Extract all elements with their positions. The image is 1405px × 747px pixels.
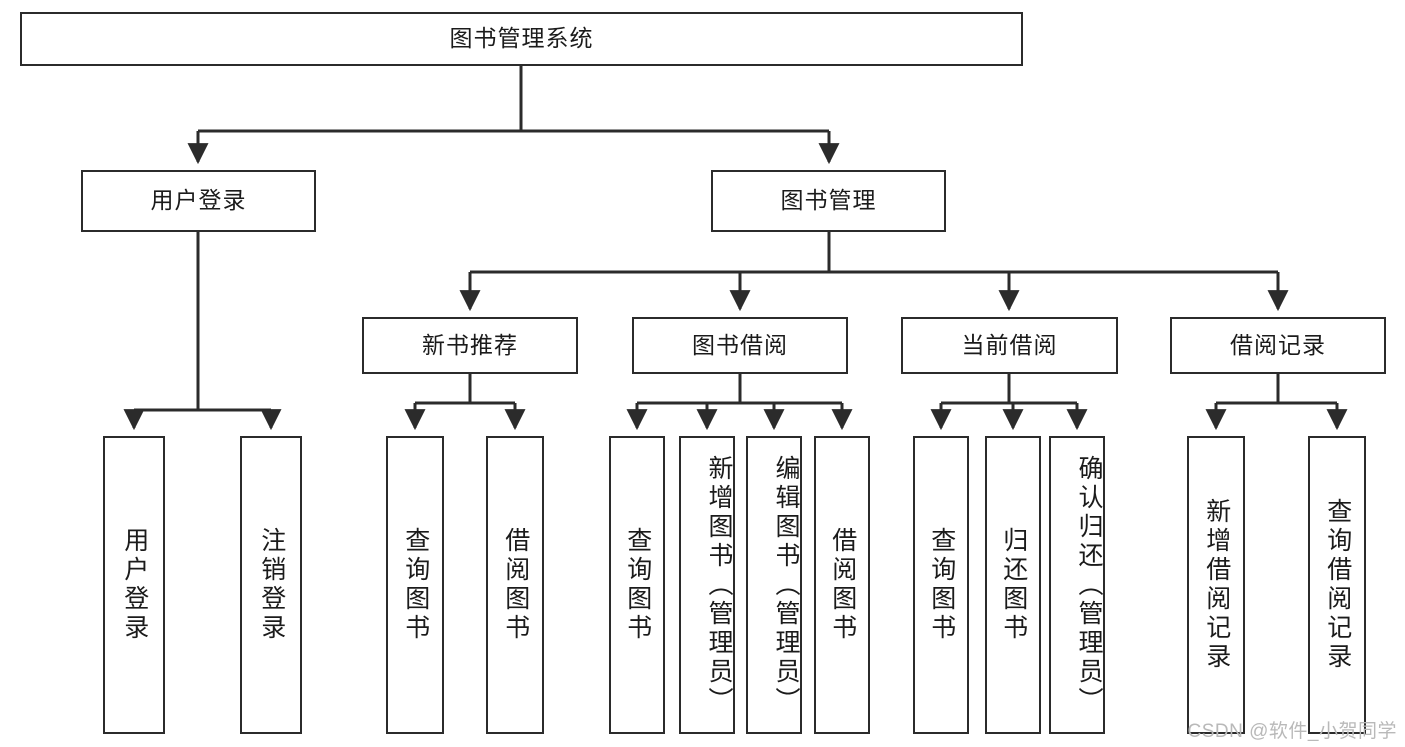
node-leaf-query-book-borrow-label: 查询图书 <box>623 527 652 643</box>
node-user-login[interactable]: 用户登录 <box>81 170 316 232</box>
node-leaf-logout[interactable]: 注销登录 <box>240 436 302 734</box>
node-new-book-recommend-label: 新书推荐 <box>422 331 518 358</box>
node-book-management-label: 图书管理 <box>780 187 877 214</box>
node-leaf-query-borrow-record[interactable]: 查询借阅记录 <box>1308 436 1366 734</box>
node-book-borrow-label: 图书借阅 <box>692 331 788 358</box>
node-leaf-lend-book[interactable]: 借阅图书 <box>814 436 870 734</box>
node-leaf-lend-book-label: 借阅图书 <box>828 527 857 643</box>
node-root-label: 图书管理系统 <box>449 25 594 52</box>
node-new-book-recommend[interactable]: 新书推荐 <box>362 317 578 374</box>
node-leaf-borrow-book-recommend[interactable]: 借阅图书 <box>486 436 544 734</box>
node-leaf-logout-label: 注销登录 <box>257 527 286 643</box>
node-leaf-edit-book-admin-label: 编辑图书（管理员） <box>772 454 800 716</box>
node-leaf-query-borrow-record-label: 查询借阅记录 <box>1323 498 1352 672</box>
node-leaf-query-book-current[interactable]: 查询图书 <box>913 436 969 734</box>
node-book-management[interactable]: 图书管理 <box>711 170 946 232</box>
node-user-login-label: 用户登录 <box>150 187 247 214</box>
node-leaf-query-book-recommend[interactable]: 查询图书 <box>386 436 444 734</box>
node-leaf-confirm-return-admin[interactable]: 确认归还（管理员） <box>1049 436 1105 734</box>
node-current-borrow[interactable]: 当前借阅 <box>901 317 1118 374</box>
node-leaf-query-book-borrow[interactable]: 查询图书 <box>609 436 665 734</box>
node-leaf-add-borrow-record-label: 新增借阅记录 <box>1202 498 1231 672</box>
node-leaf-confirm-return-admin-label: 确认归还（管理员） <box>1075 454 1103 716</box>
node-leaf-query-book-recommend-label: 查询图书 <box>401 527 430 643</box>
node-leaf-borrow-book-recommend-label: 借阅图书 <box>501 527 530 643</box>
node-book-borrow[interactable]: 图书借阅 <box>632 317 848 374</box>
node-root-system[interactable]: 图书管理系统 <box>20 12 1023 66</box>
node-leaf-add-borrow-record[interactable]: 新增借阅记录 <box>1187 436 1245 734</box>
node-leaf-return-book[interactable]: 归还图书 <box>985 436 1041 734</box>
node-leaf-add-book-admin-label: 新增图书（管理员） <box>705 454 733 716</box>
node-leaf-return-book-label: 归还图书 <box>999 527 1028 643</box>
node-borrow-records-label: 借阅记录 <box>1230 331 1326 358</box>
node-borrow-records[interactable]: 借阅记录 <box>1170 317 1386 374</box>
node-leaf-query-book-current-label: 查询图书 <box>927 527 956 643</box>
node-leaf-user-login-label: 用户登录 <box>120 527 149 643</box>
node-leaf-user-login[interactable]: 用户登录 <box>103 436 165 734</box>
node-leaf-add-book-admin[interactable]: 新增图书（管理员） <box>679 436 735 734</box>
csdn-watermark: CSDN @软件_小贺同学 <box>1187 721 1397 742</box>
node-current-borrow-label: 当前借阅 <box>961 331 1058 358</box>
node-leaf-edit-book-admin[interactable]: 编辑图书（管理员） <box>746 436 802 734</box>
